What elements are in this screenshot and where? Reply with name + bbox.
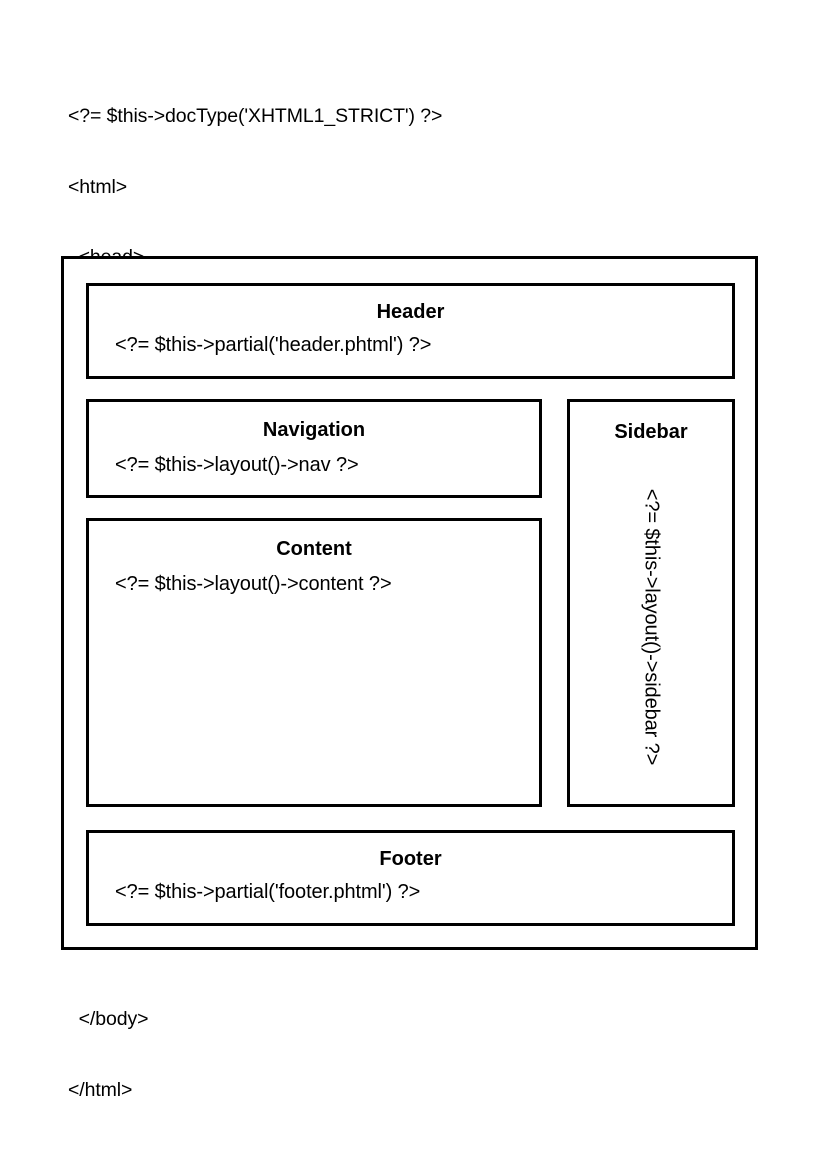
panel-footer-title: Footer [379,848,442,870]
panel-sidebar-code-wrap: <?= $this->layout()->sidebar ?> [570,456,732,800]
panel-navigation-code: <?= $this->layout()->nav ?> [115,454,359,476]
panel-header-title: Header [376,301,445,323]
panel-sidebar: Sidebar <?= $this->layout()->sidebar ?> [567,399,735,807]
code-line-html-close: </html> [68,1078,133,1101]
code-line-html-open: <html> [68,175,128,198]
panel-content-code: <?= $this->layout()->content ?> [115,573,392,595]
panel-header: Header <?= $this->partial('header.phtml'… [86,283,735,379]
panel-navigation-title: Navigation [262,419,366,441]
code-line-body-close: </body> [68,1008,149,1030]
code-line-doctype: <?= $this->docType('XHTML1_STRICT') ?> [68,105,443,127]
panel-sidebar-title: Sidebar [614,421,688,443]
panel-footer-code: <?= $this->partial('footer.phtml') ?> [115,881,421,903]
panel-sidebar-code: <?= $this->layout()->sidebar ?> [640,488,663,766]
panel-navigation: Navigation <?= $this->layout()->nav ?> [86,399,542,498]
panel-content-title: Content [276,538,352,560]
code-listing-bottom: </body> </html> [68,961,149,1149]
panel-content: Content <?= $this->layout()->content ?> [86,518,542,807]
panel-footer: Footer <?= $this->partial('footer.phtml'… [86,830,735,926]
diagram-canvas: <?= $this->docType('XHTML1_STRICT') ?> <… [61,105,758,1101]
panel-header-code: <?= $this->partial('header.phtml') ?> [115,334,432,356]
